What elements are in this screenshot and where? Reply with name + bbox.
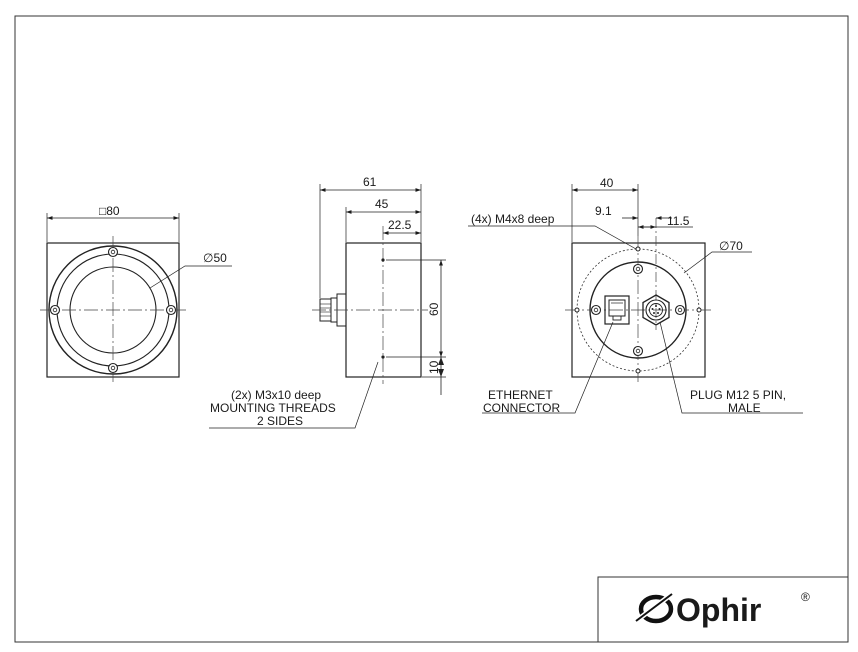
back-thread-note: (4x) M4x8 deep [471, 212, 555, 226]
side-dim-45: 45 [375, 197, 389, 211]
back-screw-left [590, 304, 602, 316]
side-mount-hole-bottom [381, 355, 385, 359]
logo-brand-text: Ophir [676, 592, 761, 628]
side-dim-61: 61 [363, 175, 377, 189]
ethernet-label-line2: CONNECTOR [483, 401, 560, 415]
back-screw-bottom [632, 345, 644, 357]
front-screw-right [165, 304, 177, 316]
side-note-line2: MOUNTING THREADS [210, 401, 336, 415]
m12-plug-icon [642, 294, 670, 326]
front-diameter-label: ∅50 [203, 251, 227, 265]
title-block: Ophir ® [597, 576, 849, 643]
side-view: 61 45 22.5 60 10 (2x) M3x10 deep MOUNTIN… [209, 175, 446, 429]
front-screw-top [107, 246, 119, 258]
side-note-line3: 2 SIDES [257, 414, 303, 428]
ethernet-label-line1: ETHERNET [488, 388, 553, 402]
back-thread-leader [468, 225, 637, 250]
back-dim-9-1: 9.1 [595, 204, 612, 218]
back-screw-right [674, 304, 686, 316]
side-note-leader [209, 361, 379, 429]
plug-label-line1: PLUG M12 5 PIN, [690, 388, 786, 402]
front-square-label: □80 [99, 204, 120, 218]
ethernet-connector-icon [604, 295, 630, 325]
ophir-logo-icon [634, 592, 674, 624]
front-diameter-leader [149, 265, 232, 289]
front-view: □80 ∅50 [40, 204, 232, 384]
back-dim-11-5: 11.5 [667, 214, 690, 228]
side-mount-hole-top [381, 258, 385, 262]
back-m4-hole-top [635, 246, 641, 252]
front-screw-bottom [107, 362, 119, 374]
plug-leader [659, 321, 803, 414]
back-m4-hole-right [696, 307, 702, 313]
back-m4-hole-left [574, 307, 580, 313]
side-dim-60: 60 [427, 302, 441, 316]
logo-registered-mark: ® [801, 590, 810, 604]
side-dim-22-5: 22.5 [388, 218, 412, 232]
plug-label-line2: MALE [728, 401, 761, 415]
sheet-border [14, 15, 849, 643]
back-m4-hole-bottom [635, 368, 641, 374]
back-view: 40 9.1 11.5 ∅70 (4x) M4x8 deep ETHERNET … [468, 176, 803, 415]
side-dim-10: 10 [427, 360, 441, 374]
ethernet-leader [482, 321, 614, 414]
front-screw-left [49, 304, 61, 316]
side-note-line1: (2x) M3x10 deep [231, 388, 321, 402]
back-screw-top [632, 263, 644, 275]
back-diameter-leader [683, 251, 752, 274]
back-dim-40: 40 [600, 176, 614, 190]
back-diameter-label: ∅70 [719, 239, 743, 253]
